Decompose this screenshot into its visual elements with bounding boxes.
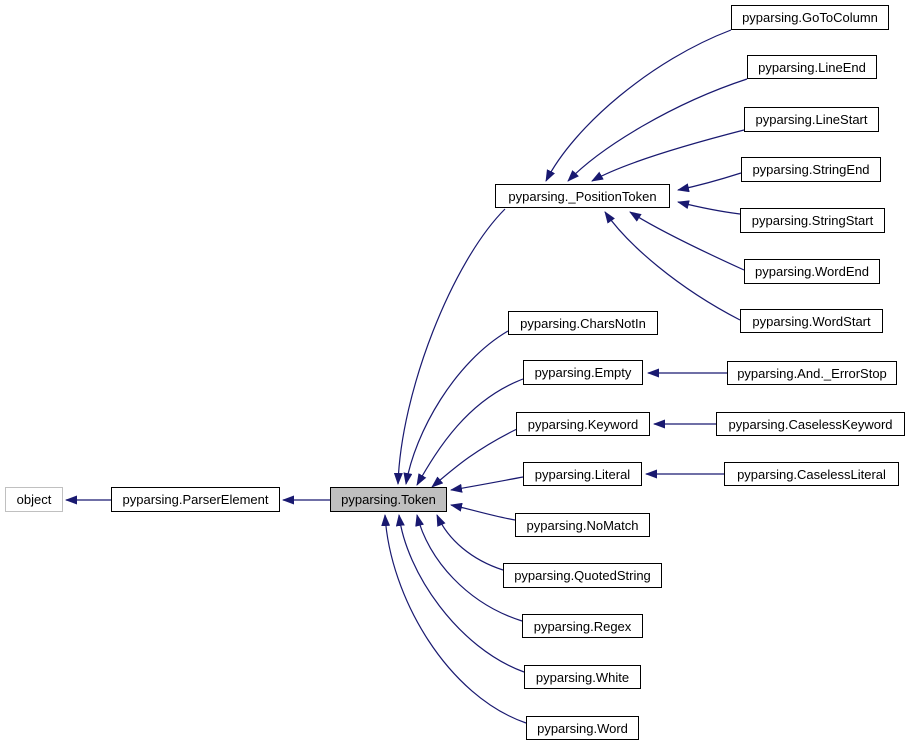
node-word[interactable]: pyparsing.Word [526,716,639,740]
node-charsnotin[interactable]: pyparsing.CharsNotIn [508,311,658,335]
node-regex[interactable]: pyparsing.Regex [522,614,643,638]
node-errorstop[interactable]: pyparsing.And._ErrorStop [727,361,897,385]
edge-lineend-positiontoken [567,78,748,182]
edge-wordend-positiontoken [629,211,745,271]
edge-wordstart-positiontoken [604,211,741,321]
node-wordstart[interactable]: pyparsing.WordStart [740,309,883,333]
node-empty[interactable]: pyparsing.Empty [523,360,643,385]
node-linestart[interactable]: pyparsing.LineStart [744,107,879,132]
edge-quotedstring-token [436,514,504,571]
node-caselesskeyword[interactable]: pyparsing.CaselessKeyword [716,412,905,436]
node-white[interactable]: pyparsing.White [524,665,641,689]
edge-charsnotin-token [403,330,509,485]
node-nomatch[interactable]: pyparsing.NoMatch [515,513,650,537]
edge-linestart-positiontoken [591,129,745,182]
edge-keyword-token [431,428,518,488]
edge-empty-token [416,378,524,486]
node-keyword[interactable]: pyparsing.Keyword [516,412,650,436]
node-token: pyparsing.Token [330,487,447,512]
edge-stringstart-positiontoken [677,200,741,215]
edge-positiontoken-token [393,208,506,485]
node-stringend[interactable]: pyparsing.StringEnd [741,157,881,182]
node-wordend[interactable]: pyparsing.WordEnd [744,259,880,284]
node-position-token[interactable]: pyparsing._PositionToken [495,184,670,208]
node-lineend[interactable]: pyparsing.LineEnd [747,55,877,79]
edge-regex-token [415,514,523,622]
node-gotocolumn[interactable]: pyparsing.GoToColumn [731,5,889,30]
edge-word-token [381,514,527,724]
edge-nomatch-token [450,502,516,521]
node-quotedstring[interactable]: pyparsing.QuotedString [503,563,662,588]
node-parser-element[interactable]: pyparsing.ParserElement [111,487,280,512]
node-literal[interactable]: pyparsing.Literal [523,462,642,486]
edge-stringend-positiontoken [677,172,742,193]
edge-literal-token [450,476,524,493]
node-stringstart[interactable]: pyparsing.StringStart [740,208,885,233]
node-caselessliteral[interactable]: pyparsing.CaselessLiteral [724,462,899,486]
edge-white-token [395,514,525,673]
node-object: object [5,487,63,512]
edge-gotocolumn-positiontoken [545,29,732,182]
